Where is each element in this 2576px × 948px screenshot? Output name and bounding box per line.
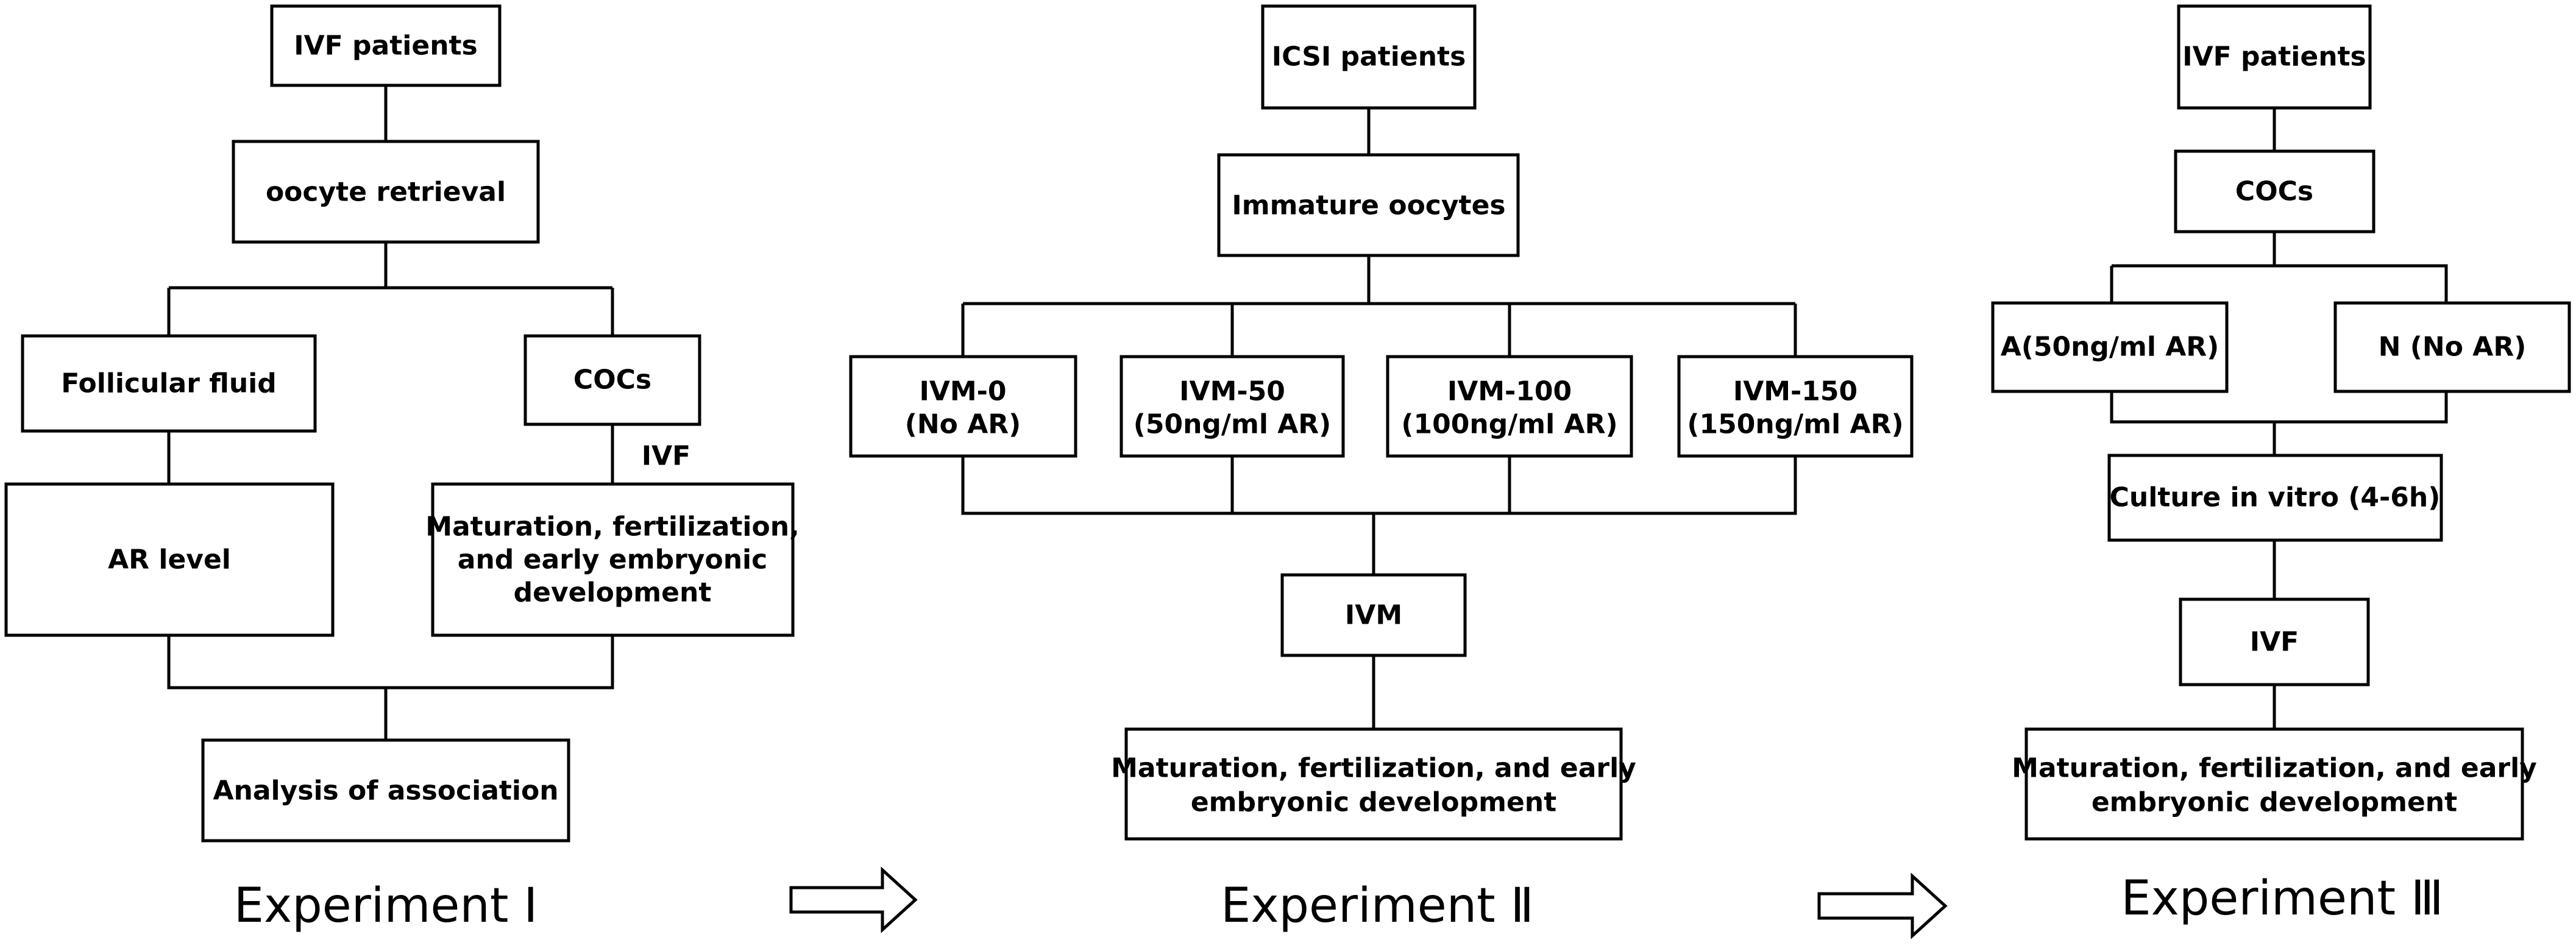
connector bbox=[2110, 391, 2448, 455]
svg-text:AR level: AR level bbox=[108, 544, 231, 576]
svg-text:IVF patients: IVF patients bbox=[294, 30, 478, 62]
ivm-box: IVM bbox=[1280, 573, 1467, 657]
ar-level-box: AR level bbox=[4, 482, 335, 637]
svg-text:A(50ng/ml AR): A(50ng/ml AR) bbox=[2001, 332, 2219, 363]
oocyte-retrieval-box: oocyte retrieval bbox=[232, 140, 540, 244]
group-box-ivm-150: IVM-150 (150ng/ml AR) bbox=[1677, 355, 1914, 458]
cocs-box: COCs bbox=[523, 334, 701, 426]
svg-text:IVM: IVM bbox=[1345, 600, 1402, 631]
group-a-box: A(50ng/ml AR) bbox=[1991, 301, 2229, 393]
connector bbox=[167, 242, 614, 336]
ivf-patients-box: IVF patients bbox=[270, 4, 502, 87]
svg-text:(50ng/ml AR): (50ng/ml AR) bbox=[1134, 409, 1332, 440]
svg-text:Analysis of association: Analysis of association bbox=[213, 775, 558, 807]
follicular-fluid-box: Follicular fluid bbox=[21, 334, 317, 433]
experiment-3: IVF patients COCs A(50ng/ml AR) N (No AR… bbox=[1991, 4, 2571, 926]
svg-text:IVF: IVF bbox=[2250, 627, 2299, 658]
svg-text:Follicular fluid: Follicular fluid bbox=[61, 368, 276, 399]
svg-text:and early embryonic: and early embryonic bbox=[458, 544, 767, 576]
svg-text:IVF patients: IVF patients bbox=[2182, 41, 2366, 73]
ivf-label: IVF bbox=[642, 441, 690, 472]
svg-text:oocyte retrieval: oocyte retrieval bbox=[266, 177, 506, 208]
svg-text:IVM-50: IVM-50 bbox=[1179, 376, 1285, 407]
group-box-ivm-100: IVM-100 (100ng/ml AR) bbox=[1386, 355, 1633, 458]
svg-text:(150ng/ml AR): (150ng/ml AR) bbox=[1687, 409, 1903, 440]
right-arrow-icon bbox=[1817, 872, 1948, 939]
svg-text:Culture in vitro (4-6h): Culture in vitro (4-6h) bbox=[2110, 482, 2441, 513]
culture-box: Culture in vitro (4-6h) bbox=[2107, 454, 2443, 542]
svg-text:embryonic development: embryonic development bbox=[2092, 787, 2457, 818]
connector bbox=[961, 456, 1797, 575]
group-n-box: N (No AR) bbox=[2333, 301, 2571, 393]
svg-text:IVM-0: IVM-0 bbox=[919, 376, 1006, 407]
experiment-1-caption: Experiment Ⅰ bbox=[234, 879, 538, 933]
svg-text:N (No AR): N (No AR) bbox=[2379, 332, 2527, 363]
svg-text:ICSI patients: ICSI patients bbox=[1272, 41, 1466, 73]
svg-text:COCs: COCs bbox=[573, 365, 651, 396]
svg-text:Maturation, fertilization, and: Maturation, fertilization, and early bbox=[1111, 753, 1636, 784]
svg-text:(100ng/ml AR): (100ng/ml AR) bbox=[1401, 409, 1617, 440]
icsi-patients-box: ICSI patients bbox=[1261, 4, 1477, 110]
svg-text:Maturation, fertilization, and: Maturation, fertilization, and early bbox=[2012, 753, 2537, 784]
outcome-box: Maturation, fertilization, and early emb… bbox=[1111, 727, 1636, 841]
connector bbox=[167, 635, 614, 740]
experiment-1: IVF patients oocyte retrieval Follicular… bbox=[4, 4, 800, 933]
immature-oocytes-box: Immature oocytes bbox=[1217, 153, 1520, 257]
right-arrow-icon bbox=[789, 866, 918, 933]
experiment-3-caption: Experiment Ⅲ bbox=[2121, 871, 2443, 926]
cocs-box: COCs bbox=[2174, 149, 2376, 233]
svg-text:IVM-100: IVM-100 bbox=[1447, 376, 1572, 407]
group-box-ivm-50: IVM-50 (50ng/ml AR) bbox=[1119, 355, 1345, 458]
svg-text:Maturation, fertilization,: Maturation, fertilization, bbox=[425, 511, 800, 543]
svg-text:COCs: COCs bbox=[2235, 176, 2313, 207]
experiment-2: ICSI patients Immature oocytes IVM-0 (No… bbox=[849, 4, 1914, 933]
outcome-box: Maturation, fertilization, and early emb… bbox=[425, 482, 800, 637]
analysis-box: Analysis of association bbox=[201, 738, 570, 843]
connector bbox=[961, 255, 1797, 357]
svg-text:embryonic development: embryonic development bbox=[1191, 787, 1556, 818]
connector bbox=[2110, 232, 2448, 303]
svg-text:development: development bbox=[514, 577, 712, 608]
svg-text:(No AR): (No AR) bbox=[905, 409, 1021, 440]
ivf-box: IVF bbox=[2179, 597, 2370, 686]
outcome-box: Maturation, fertilization, and early emb… bbox=[2012, 727, 2537, 841]
group-box-ivm-0: IVM-0 (No AR) bbox=[849, 355, 1077, 458]
ivf-patients-box: IVF patients bbox=[2177, 4, 2372, 110]
experiment-2-caption: Experiment Ⅱ bbox=[1221, 879, 1534, 933]
svg-text:Immature oocytes: Immature oocytes bbox=[1232, 190, 1505, 221]
svg-text:IVM-150: IVM-150 bbox=[1733, 376, 1857, 407]
